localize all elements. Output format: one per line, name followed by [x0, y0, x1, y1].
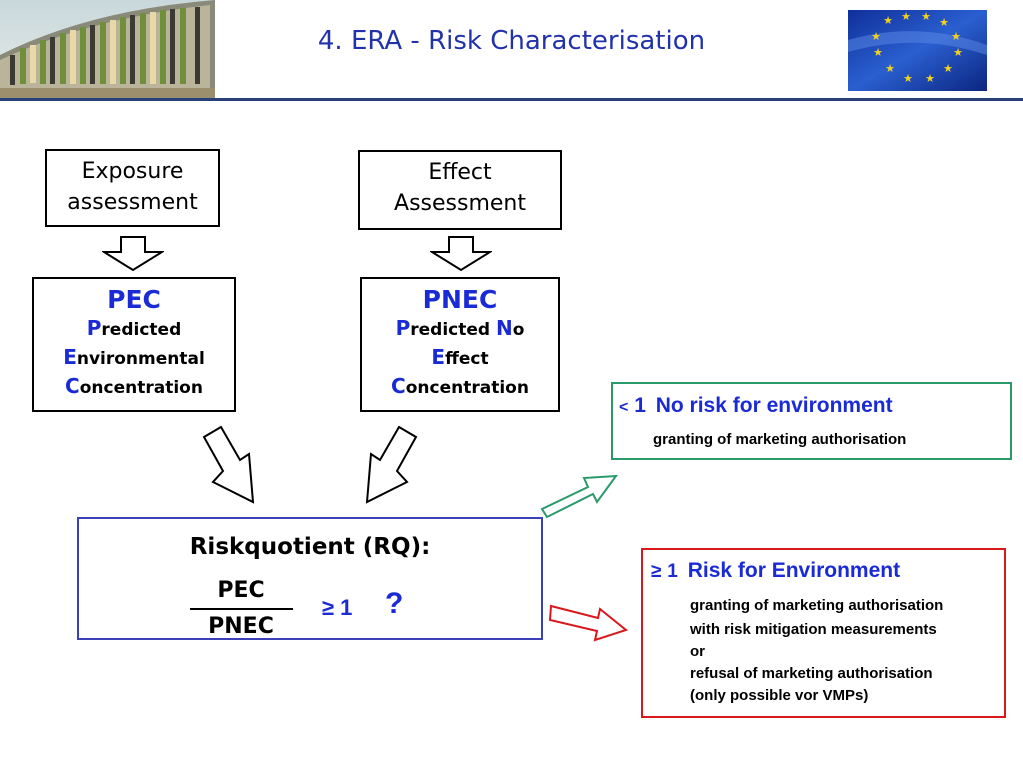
exposure-line1: Exposure — [81, 159, 184, 184]
effect-line1: Effect — [428, 160, 492, 185]
header-divider — [0, 98, 1023, 101]
svg-text:★: ★ — [953, 46, 963, 59]
pec-expansion-line3: Concentration — [65, 374, 203, 398]
down-arrow-exposure — [102, 236, 164, 272]
pec-expansion-line1: Predicted — [86, 316, 182, 340]
riskquotient-title: Riskquotient (RQ): — [189, 534, 431, 560]
pec-box: PEC Predicted Environmental Concentratio… — [32, 277, 236, 412]
svg-text:★: ★ — [939, 16, 949, 29]
green-arrow-to-no-risk — [540, 474, 619, 519]
pnec-expansion-line2: Effect — [431, 345, 489, 369]
red-arrow-to-risk — [548, 604, 629, 642]
svg-text:★: ★ — [943, 62, 953, 75]
diagonal-arrow-pec-to-rq — [202, 425, 255, 504]
page-title: 4. ERA - Risk Characterisation — [317, 26, 706, 56]
exposure-assessment-box: Exposure assessment — [45, 149, 220, 227]
effect-assessment-box: Effect Assessment — [358, 150, 562, 230]
pnec-box: PNEC Predicted No Effect Concentration — [360, 277, 560, 412]
no-risk-box: < 1 No risk for environment granting of … — [611, 382, 1012, 460]
down-arrow-effect — [430, 236, 492, 272]
risk-box: ≥ 1 Risk for Environment granting of mar… — [641, 548, 1006, 718]
svg-text:★: ★ — [903, 72, 913, 85]
svg-text:★: ★ — [883, 14, 893, 27]
rq-numerator: PEC — [217, 578, 265, 603]
pec-expansion-line2: Environmental — [63, 345, 205, 369]
svg-text:★: ★ — [901, 10, 911, 23]
no-risk-detail: granting of marketing authorisation — [653, 431, 907, 448]
risk-detail-line: refusal of marketing authorisation — [690, 665, 933, 682]
effect-line2: Assessment — [394, 191, 526, 216]
risk-detail-line: with risk mitigation measurements — [690, 621, 937, 638]
pec-acronym: PEC — [107, 285, 161, 314]
exposure-line2: assessment — [67, 190, 198, 215]
risk-detail-line: or — [690, 643, 705, 660]
svg-text:★: ★ — [871, 30, 881, 43]
rq-comparison: ≥ 1 — [322, 595, 353, 620]
pnec-expansion-line3: Concentration — [391, 374, 529, 398]
rq-question-mark: ? — [385, 587, 404, 620]
pnec-acronym: PNEC — [422, 285, 498, 314]
no-risk-heading: < 1 No risk for environment — [619, 394, 893, 417]
risk-heading: ≥ 1 Risk for Environment — [651, 559, 901, 582]
svg-text:★: ★ — [921, 10, 931, 23]
riskquotient-box: Riskquotient (RQ): PEC PNEC ≥ 1 ? — [77, 517, 543, 640]
svg-text:★: ★ — [885, 62, 895, 75]
risk-detail-line: (only possible vor VMPs) — [690, 687, 869, 704]
diagonal-arrow-pnec-to-rq — [365, 425, 418, 504]
svg-text:★: ★ — [951, 30, 961, 43]
building-photo — [0, 0, 215, 100]
risk-details: granting of marketing authorisation with… — [690, 595, 943, 707]
risk-detail-line: granting of marketing authorisation — [690, 597, 944, 614]
fraction-bar — [190, 608, 293, 610]
svg-text:★: ★ — [873, 46, 883, 59]
pnec-expansion-line1: Predicted No — [395, 316, 525, 340]
rq-denominator: PNEC — [208, 614, 274, 639]
eu-flag-image: ★★★ ★★★ ★★★ ★★★ — [848, 10, 987, 91]
svg-text:★: ★ — [925, 72, 935, 85]
